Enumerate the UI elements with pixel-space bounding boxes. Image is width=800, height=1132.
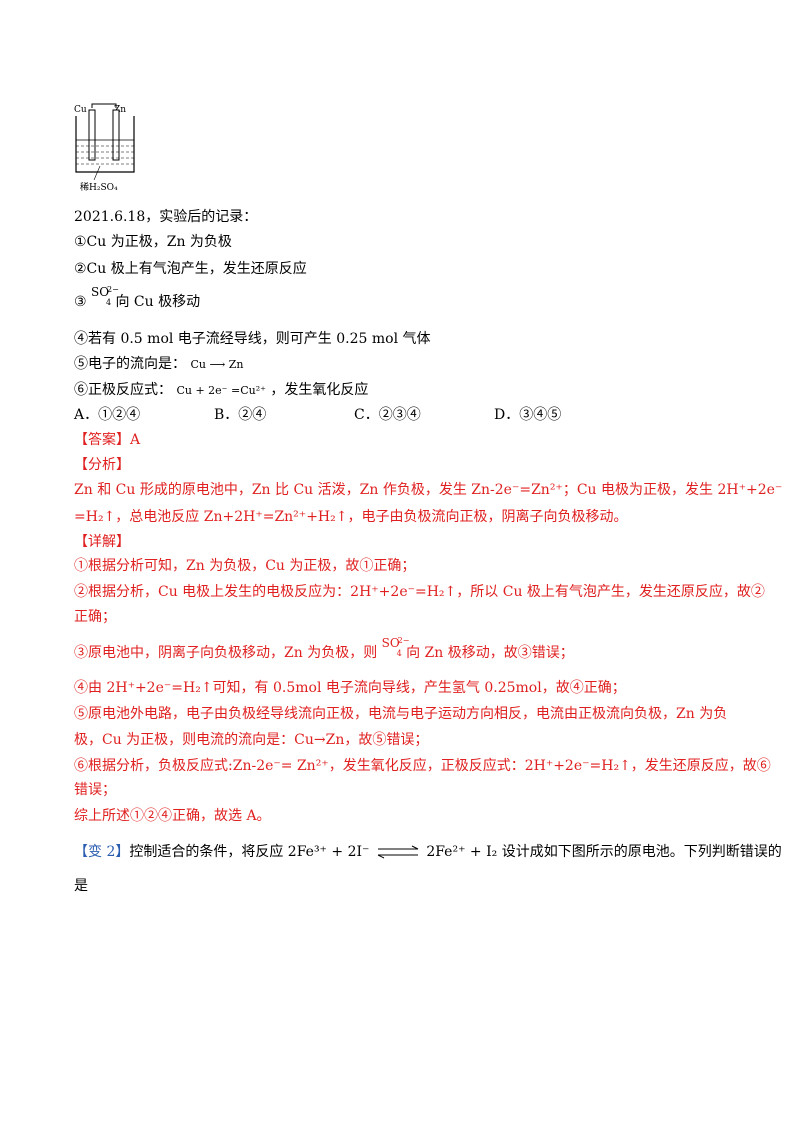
options-row: A．①②④ B．②④ C．②③④ D．③④⑤ — [74, 405, 634, 425]
detail-line-8: ⑥根据分析，负极反应式:Zn-2e⁻= Zn²⁺，发生氧化反应，正极反应式：2H… — [74, 758, 771, 774]
detail-line-1: ①根据分析可知，Zn 为负极，Cu 为正极，故①正确； — [74, 558, 416, 574]
sulfate-ion-symbol: SO — [91, 285, 110, 299]
record-item-3-prefix: ③ — [74, 294, 87, 310]
record-item-5: ⑤电子的流向是： Cu ⟶ Zn — [74, 354, 243, 375]
option-b[interactable]: B．②④ — [214, 407, 267, 423]
option-c[interactable]: C．②③④ — [354, 407, 421, 423]
detail-line-10: 综上所述①②④正确，故选 A。 — [74, 808, 271, 824]
answer-label: 【答案】 — [74, 432, 130, 448]
sulfate-ion-detail-subscript: 4 — [396, 649, 402, 658]
sulfate-ion-subscript: 4 — [106, 298, 112, 307]
answer-value: A — [130, 432, 141, 448]
record-item-4: ④若有 0.5 mol 电子流经导线，则可产生 0.25 mol 气体 — [74, 331, 431, 347]
detail-line-4: ③原电池中，阴离子向负极移动，Zn 为负极，则 SO 2− 4 向 Zn 极移动… — [74, 636, 574, 663]
cu-label: Cu — [74, 105, 87, 115]
detail-line-4-suffix: 向 Zn 极移动，故③错误； — [406, 645, 574, 661]
record-item-6-suffix: ，发生氧化反应 — [270, 382, 369, 398]
sulfate-ion-detail-charge: 2− — [397, 636, 410, 645]
zn-label: Zn — [114, 105, 126, 115]
answer-line: 【答案】A — [74, 430, 140, 450]
sulfate-ion-detail: SO 2− 4 — [382, 636, 410, 663]
option-a[interactable]: A．①②④ — [74, 407, 141, 423]
record-item-5-prefix: ⑤电子的流向是： — [74, 356, 186, 372]
sulfate-ion: SO 2− 4 — [91, 285, 119, 312]
detail-line-5: ④由 2H⁺+2e⁻=H₂↑可知，有 0.5mol 电子流向导线，产生氢气 0.… — [74, 680, 626, 696]
record-item-6: ⑥正极反应式： Cu + 2e⁻ =Cu²⁺ ，发生氧化反应 — [74, 380, 368, 401]
sulfate-ion-charge: 2− — [107, 285, 119, 294]
detail-line-7: 极，Cu 为正极，则电流的流向是：Cu→Zn，故⑤错误； — [74, 732, 429, 748]
variant-question-line: 【变 2】控制适合的条件，将反应 2Fe³⁺ + 2I⁻ 2Fe²⁺ + I₂ … — [74, 842, 782, 862]
record-item-3: ③ SO 2− 4 向 Cu 极移动 — [74, 285, 201, 312]
record-item-2: ②Cu 极上有气泡产生，发生还原反应 — [74, 261, 307, 277]
detail-line-3: 正确； — [74, 609, 116, 625]
detail-label: 【详解】 — [74, 534, 130, 550]
record-item-6-prefix: ⑥正极反应式： — [74, 382, 172, 398]
detail-line-2: ②根据分析，Cu 电极上发生的电极反应为：2H⁺+2e⁻=H₂↑，所以 Cu 极… — [74, 584, 765, 600]
analysis-label: 【分析】 — [74, 457, 130, 473]
record-item-1: ①Cu 为正极，Zn 为负极 — [74, 234, 232, 250]
record-date-line: 2021.6.18，实验后的记录： — [74, 209, 258, 225]
detail-line-4-prefix: ③原电池中，阴离子向负极移动，Zn 为负极，则 — [74, 645, 378, 661]
record-item-3-suffix: 向 Cu 极移动 — [115, 294, 201, 310]
variant-label: 【变 2】 — [74, 844, 130, 860]
analysis-line-2: =H₂↑，总电池反应 Zn+2H⁺=Zn²⁺+H₂↑，电子由负极流向正极，阴离子… — [74, 509, 628, 525]
variant-text-2: 2Fe²⁺ + I₂ 设计成如下图所示的原电池。下列判断错误的 — [426, 844, 782, 860]
electrochemical-cell-diagram: Cu Zn 稀H₂SO₄ — [74, 103, 135, 193]
equilibrium-arrow-icon — [377, 845, 419, 859]
variant-text-1: 控制适合的条件，将反应 2Fe³⁺ + 2I⁻ — [129, 844, 370, 860]
detail-line-9: 错误； — [74, 782, 116, 798]
sulfate-ion-detail-symbol: SO — [381, 636, 400, 650]
analysis-line-1: Zn 和 Cu 形成的原电池中，Zn 比 Cu 活泼，Zn 作负极，发生 Zn-… — [74, 482, 783, 498]
record-item-5-formula: Cu ⟶ Zn — [190, 358, 244, 371]
variant-text-3: 是 — [74, 878, 88, 894]
record-item-6-formula: Cu + 2e⁻ =Cu²⁺ — [176, 384, 266, 397]
option-d[interactable]: D．③④⑤ — [494, 407, 562, 423]
electrolyte-label: 稀H₂SO₄ — [80, 181, 118, 193]
detail-line-6: ⑤原电池外电路，电子由负极经导线流向正极，电流与电子运动方向相反，电流由正极流向… — [74, 706, 728, 722]
